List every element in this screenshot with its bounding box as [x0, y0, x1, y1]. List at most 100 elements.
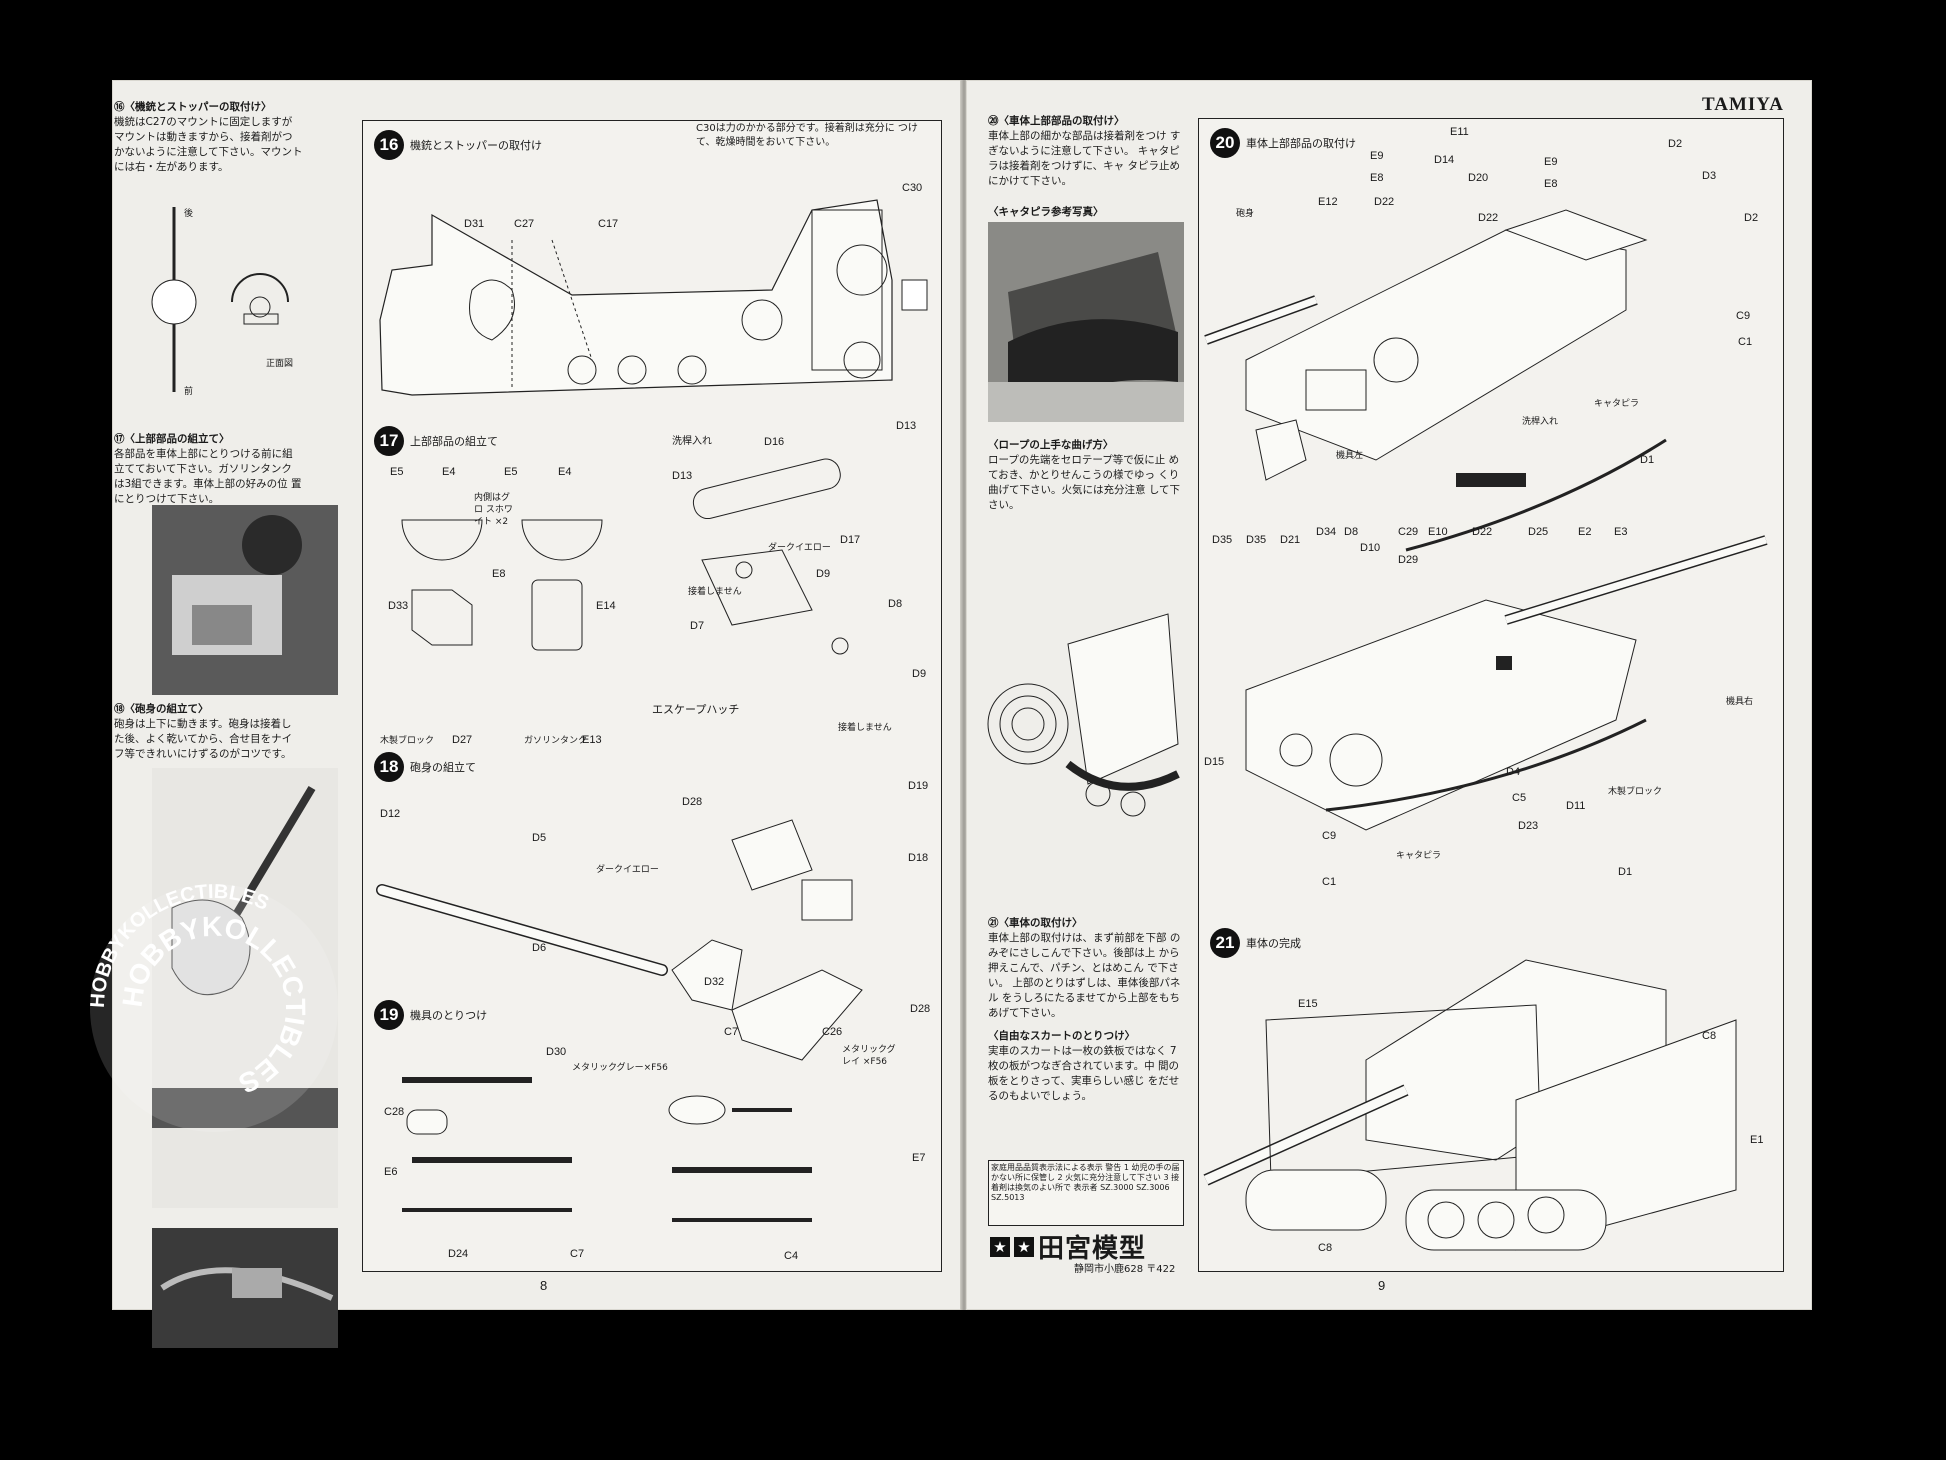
part-label: D16: [764, 436, 785, 448]
star-icon: ★: [1014, 1236, 1034, 1257]
step-title: 車体の完成: [1246, 937, 1301, 950]
sidebar-heading: 〈キャタピラ参考写真〉: [988, 206, 1104, 218]
sidebar-text: 車体上部の細かな部品は接着剤をつけ すぎないように注意して下さい。 キャタピラは…: [988, 130, 1181, 187]
part-label: E14: [596, 600, 616, 612]
sidebar-text: 砲身は上下に動きます。砲身は接着し た後、よく乾いてから、合せ目をナイ フ等でき…: [114, 718, 293, 760]
note-wood-block: 木製ブロック: [380, 736, 435, 746]
part-label: D22: [1374, 196, 1395, 208]
step-number: 19: [374, 1000, 404, 1030]
tamiya-logo: ★ ★ 田宮模型: [990, 1228, 1146, 1265]
part-label: D19: [908, 780, 929, 792]
note-track: キャタピラ: [1396, 851, 1442, 861]
right-sidebar: ⑳〈車体上部部品の取付け〉 車体上部の細かな部品は接着剤をつけ すぎないように注…: [988, 114, 1184, 220]
note-wash-case: 洗桿入れ: [672, 436, 712, 447]
note-gas-tank: ガソリンタンク: [524, 736, 588, 746]
part-label: D8: [888, 598, 903, 610]
part-label: D35: [1212, 534, 1233, 546]
part-label: D35: [1246, 534, 1267, 546]
part-label: C26: [822, 1026, 843, 1038]
sidebar-heading: 〈自由なスカートのとりつけ〉: [988, 1030, 1136, 1042]
note-tools-right: 機具右: [1726, 697, 1754, 707]
part-label: C7: [570, 1248, 585, 1260]
note-escape-hatch: エスケープハッチ: [652, 703, 740, 716]
part-label: D13: [672, 470, 693, 482]
part-label: D28: [682, 796, 703, 808]
part-label: E4: [442, 466, 456, 478]
right-sidebar-3: ㉑〈車体の取付け〉 車体上部の取付けは、まず前部を下部 のみぞにさしこんで下さい…: [988, 916, 1184, 1104]
step-number: 16: [374, 130, 404, 160]
part-label: C9: [1322, 830, 1337, 842]
mg-mount-diagram: [142, 202, 302, 402]
step-21-header: 21 車体の完成: [1210, 928, 1301, 958]
page-number: 8: [540, 1278, 548, 1293]
part-label: D29: [1398, 554, 1419, 566]
note-no-glue: 接着しません: [838, 723, 892, 733]
part-label: C9: [1736, 310, 1751, 322]
part-label: E15: [1298, 998, 1318, 1010]
part-label: D32: [704, 976, 725, 988]
part-label: E4: [558, 466, 572, 478]
part-label: C8: [1318, 1242, 1333, 1254]
sidebar-text: 実車のスカートは一枚の鉄板ではなく 7枚の板がつなぎ合されています。中 間の板を…: [988, 1045, 1180, 1102]
step-16-header: 16 機銃とストッパーの取付け: [374, 130, 542, 160]
sidebar-heading: ⑰〈上部部品の組立て〉: [114, 433, 230, 445]
step-title: 砲身の組立て: [410, 761, 476, 774]
part-label: D4: [1506, 766, 1521, 778]
part-label: E5: [390, 466, 404, 478]
label-front-view: 正面図: [266, 359, 294, 369]
part-label: D18: [908, 852, 929, 864]
part-label: E8: [1544, 178, 1558, 190]
part-label: E7: [912, 1152, 926, 1164]
part-label: C28: [384, 1106, 405, 1118]
part-label: E8: [492, 568, 506, 580]
part-label: D23: [1518, 820, 1539, 832]
part-label: D2: [1744, 212, 1759, 224]
note-track: キャタピラ: [1594, 399, 1640, 409]
part-label: E13: [582, 734, 602, 746]
instruction-page-left: ⑯〈機銃とストッパーの取付け〉 機銃はC27のマウントに固定しますが マウントは…: [112, 80, 962, 1348]
sidebar-heading: 〈ロープの上手な曲げ方〉: [988, 439, 1114, 451]
company-address: 静岡市小鹿628 〒422: [1074, 1264, 1176, 1275]
sidebar-heading: ⑳〈車体上部部品の取付け〉: [988, 115, 1125, 127]
part-label: C1: [1738, 336, 1753, 348]
watermark-stamp: HOBBYKOLLECTIBLES HOBBYKOLLECTIBLES: [87, 881, 338, 1132]
part-label: D11: [1566, 800, 1586, 812]
left-sidebar-2: ⑰〈上部部品の組立て〉 各部品を車体上部にとりつける前に組 立てておいて下さい。…: [114, 432, 304, 507]
step-17-header: 17 上部部品の組立て: [374, 426, 498, 456]
part-label: C17: [598, 218, 619, 230]
part-label: D5: [532, 832, 547, 844]
step-title: 機銃とストッパーの取付け: [410, 139, 542, 152]
part-label: D7: [690, 620, 705, 632]
note-wash-case: 洗桿入れ: [1522, 417, 1559, 427]
sidebar-text: ロープの先端をセロテープ等で仮に止 めておき、かとりせんこうの様でゆっ くり曲げ…: [988, 454, 1181, 511]
safety-warning-box: 家庭用品品質表示法による表示 警告 1 幼児の手の届かない所に保管し 2 火気に…: [988, 1160, 1184, 1226]
label-front: 前: [184, 387, 194, 397]
part-label: D9: [912, 668, 927, 680]
part-label: D20: [1468, 172, 1489, 184]
part-label: D33: [388, 600, 409, 612]
part-label: D30: [546, 1046, 567, 1058]
step-number: 20: [1210, 128, 1240, 158]
instruction-page-right: TAMIYA ⑳〈車体上部部品の取付け〉 車体上部の細かな部品は接着剤をつけ す…: [966, 80, 1812, 1310]
step-title: 上部部品の組立て: [410, 435, 498, 448]
book-gutter: [960, 80, 968, 1310]
part-label: D12: [380, 808, 401, 820]
left-sidebar: ⑯〈機銃とストッパーの取付け〉 機銃はC27のマウントに固定しますが マウントは…: [114, 100, 304, 175]
left-sidebar-3: ⑱〈砲身の組立て〉 砲身は上下に動きます。砲身は接着し た後、よく乾いてから、合…: [114, 702, 304, 762]
part-label: D22: [1478, 212, 1499, 224]
photo-assembly-reference-2: [152, 768, 338, 1208]
step-18-barrel-diagram: [372, 780, 932, 1080]
part-label: D1: [1640, 454, 1655, 466]
step-19-tools-diagram: [372, 1040, 932, 1240]
step-19-header: 19 機具のとりつけ: [374, 1000, 487, 1030]
step-number: 17: [374, 426, 404, 456]
part-label: D3: [1702, 170, 1717, 182]
part-label: D8: [1344, 526, 1359, 538]
brand-tamiya: TAMIYA: [1701, 94, 1784, 115]
photo-track-reference: [988, 222, 1184, 422]
part-label: E3: [1614, 526, 1628, 538]
note-dark-yellow: ダークイエロー: [768, 543, 831, 553]
part-label: D24: [448, 1248, 469, 1260]
note-no-glue: 接着しません: [688, 587, 742, 597]
part-label: D27: [452, 734, 473, 746]
